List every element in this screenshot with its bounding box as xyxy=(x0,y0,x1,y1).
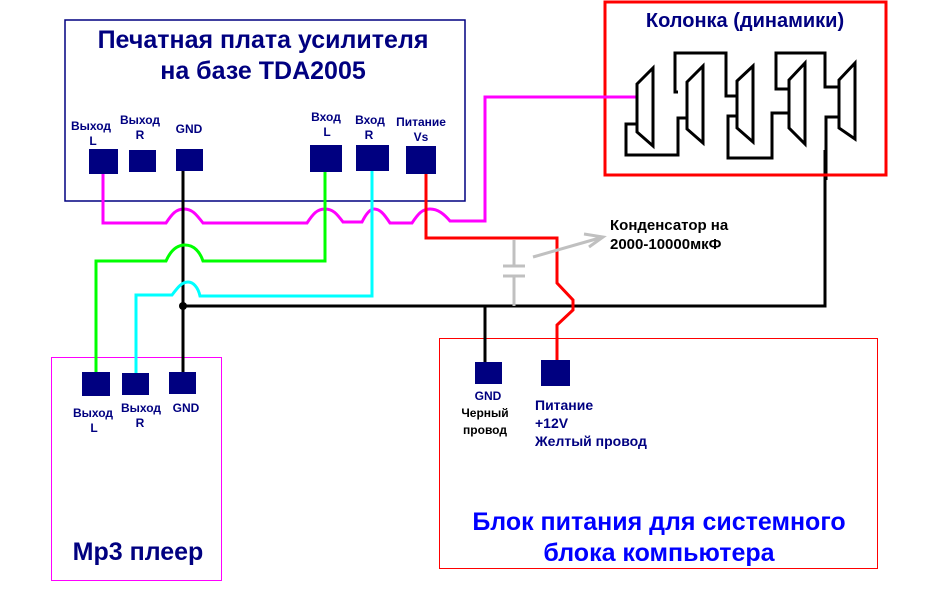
wire-black-gnd-bus xyxy=(183,150,827,308)
psu-gnd-wire-label: Черный xyxy=(461,406,508,420)
psu-gnd-wire-label-2: провод xyxy=(463,423,507,437)
mp3-out-l-pad[interactable] xyxy=(82,372,110,396)
amp-gnd-label: GND xyxy=(176,122,203,136)
mp3-out-r-label: Выход xyxy=(121,401,161,415)
amplifier-board-title: Печатная плата усилителя xyxy=(98,26,429,54)
mp3-out-l-label: Выход xyxy=(73,406,113,420)
speaker-title: Колонка (динамики) xyxy=(646,10,844,32)
capacitor-label: Конденсатор на xyxy=(610,217,729,234)
power-supply-title: Блок питания для системного xyxy=(472,508,845,536)
amp-out-l-label-2: L xyxy=(89,134,96,148)
amp-out-l-label: Выход xyxy=(71,119,111,133)
amp-vs-label: Питание xyxy=(396,115,446,129)
speaker-driver-5 xyxy=(837,59,857,142)
speaker-driver-3 xyxy=(735,62,755,146)
speaker-driver-1 xyxy=(635,64,655,150)
capacitor-pointer-arrow xyxy=(532,232,607,259)
amp-out-r-label: Выход xyxy=(120,113,160,127)
psu-power-wire-label: Желтый провод xyxy=(534,433,647,449)
capacitor-symbol xyxy=(503,240,525,306)
amp-in-l-label-2: L xyxy=(323,125,330,139)
speaker-drivers xyxy=(624,51,857,180)
gnd-junction-dot xyxy=(179,302,187,310)
speaker-driver-2 xyxy=(685,62,705,147)
psu-power-pad[interactable] xyxy=(541,360,570,386)
amp-vs-pad[interactable] xyxy=(406,146,436,174)
amplifier-board-box xyxy=(64,19,466,202)
wire-red-power xyxy=(424,174,575,362)
power-supply-box xyxy=(439,338,878,569)
psu-power-label: Питание xyxy=(535,397,593,413)
mp3-out-l-label-2: L xyxy=(90,421,97,435)
amp-out-r-pad[interactable] xyxy=(129,150,156,172)
amp-out-l-pad[interactable] xyxy=(89,149,118,174)
psu-gnd-label: GND xyxy=(475,389,502,403)
amplifier-board-subtitle: на базе TDA2005 xyxy=(160,57,366,85)
mp3-player-title: Mp3 плеер xyxy=(73,538,204,566)
amp-gnd-pad[interactable] xyxy=(176,149,203,171)
amp-in-r-label: Вход xyxy=(355,113,385,127)
power-supply-subtitle: блока компьютера xyxy=(543,539,775,567)
speaker-driver-4 xyxy=(787,59,807,148)
amp-in-l-pad[interactable] xyxy=(310,145,342,172)
psu-power-voltage: +12V xyxy=(535,415,569,431)
speaker-wiring xyxy=(624,116,687,157)
wire-magenta-amp-out-l-to-speaker xyxy=(101,95,638,225)
wire-cyan-in-r xyxy=(134,171,374,374)
wire-green-in-l xyxy=(94,172,327,374)
amp-in-r-label-2: R xyxy=(365,128,374,142)
mp3-out-r-label-2: R xyxy=(136,416,145,430)
mp3-out-r-pad[interactable] xyxy=(122,373,149,395)
amp-in-r-pad[interactable] xyxy=(356,145,389,171)
amp-vs-label-2: Vs xyxy=(414,130,429,144)
capacitor-value: 2000-10000мкФ xyxy=(610,236,722,253)
mp3-gnd-pad[interactable] xyxy=(169,372,196,394)
mp3-gnd-label: GND xyxy=(173,401,200,415)
psu-gnd-pad[interactable] xyxy=(475,362,502,384)
amp-out-r-label-2: R xyxy=(136,128,145,142)
amp-in-l-label: Вход xyxy=(311,110,341,124)
